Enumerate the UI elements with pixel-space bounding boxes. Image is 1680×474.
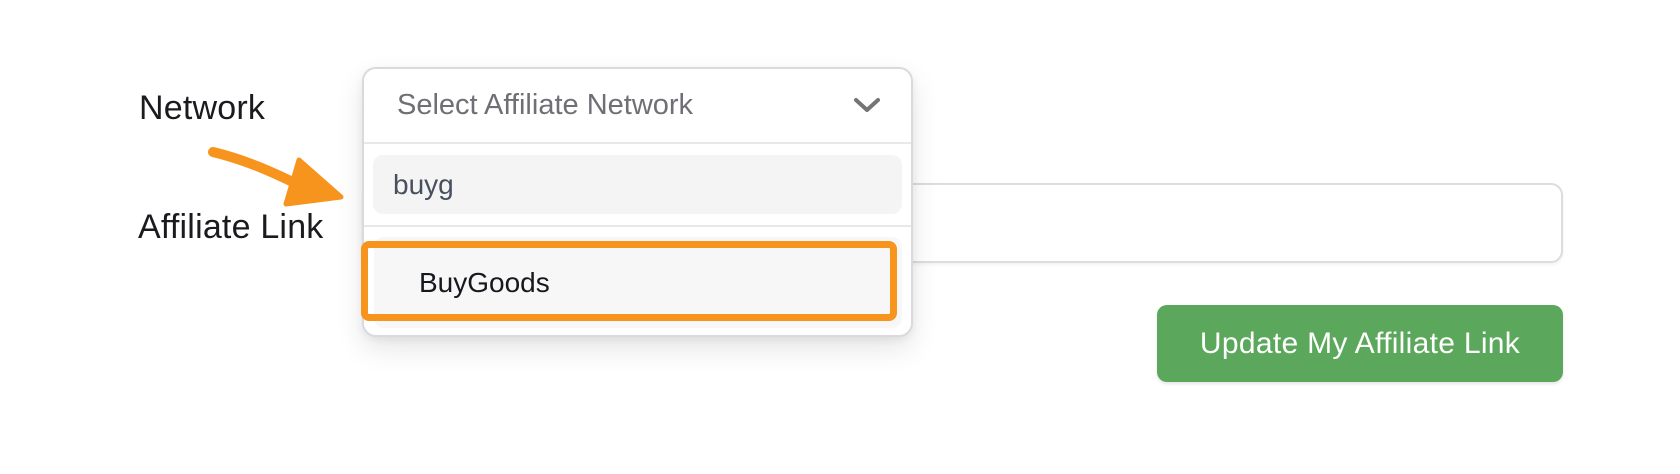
annotation-arrow-icon xyxy=(208,147,344,207)
network-select-placeholder: Select Affiliate Network xyxy=(397,89,694,121)
update-affiliate-link-button[interactable]: Update My Affiliate Link xyxy=(1157,305,1563,382)
dropdown-options-list: BuyGoods xyxy=(364,225,911,335)
network-dropdown-panel: Select Affiliate Network BuyGoods xyxy=(362,67,913,337)
dropdown-option-buygoods[interactable]: BuyGoods xyxy=(374,237,902,328)
network-label: Network xyxy=(139,89,266,127)
chevron-down-icon xyxy=(854,98,880,112)
network-select-trigger[interactable]: Select Affiliate Network xyxy=(364,69,911,142)
network-search-input[interactable] xyxy=(373,155,902,214)
dropdown-search-section xyxy=(364,142,911,225)
affiliate-link-label: Affiliate Link xyxy=(138,208,324,246)
